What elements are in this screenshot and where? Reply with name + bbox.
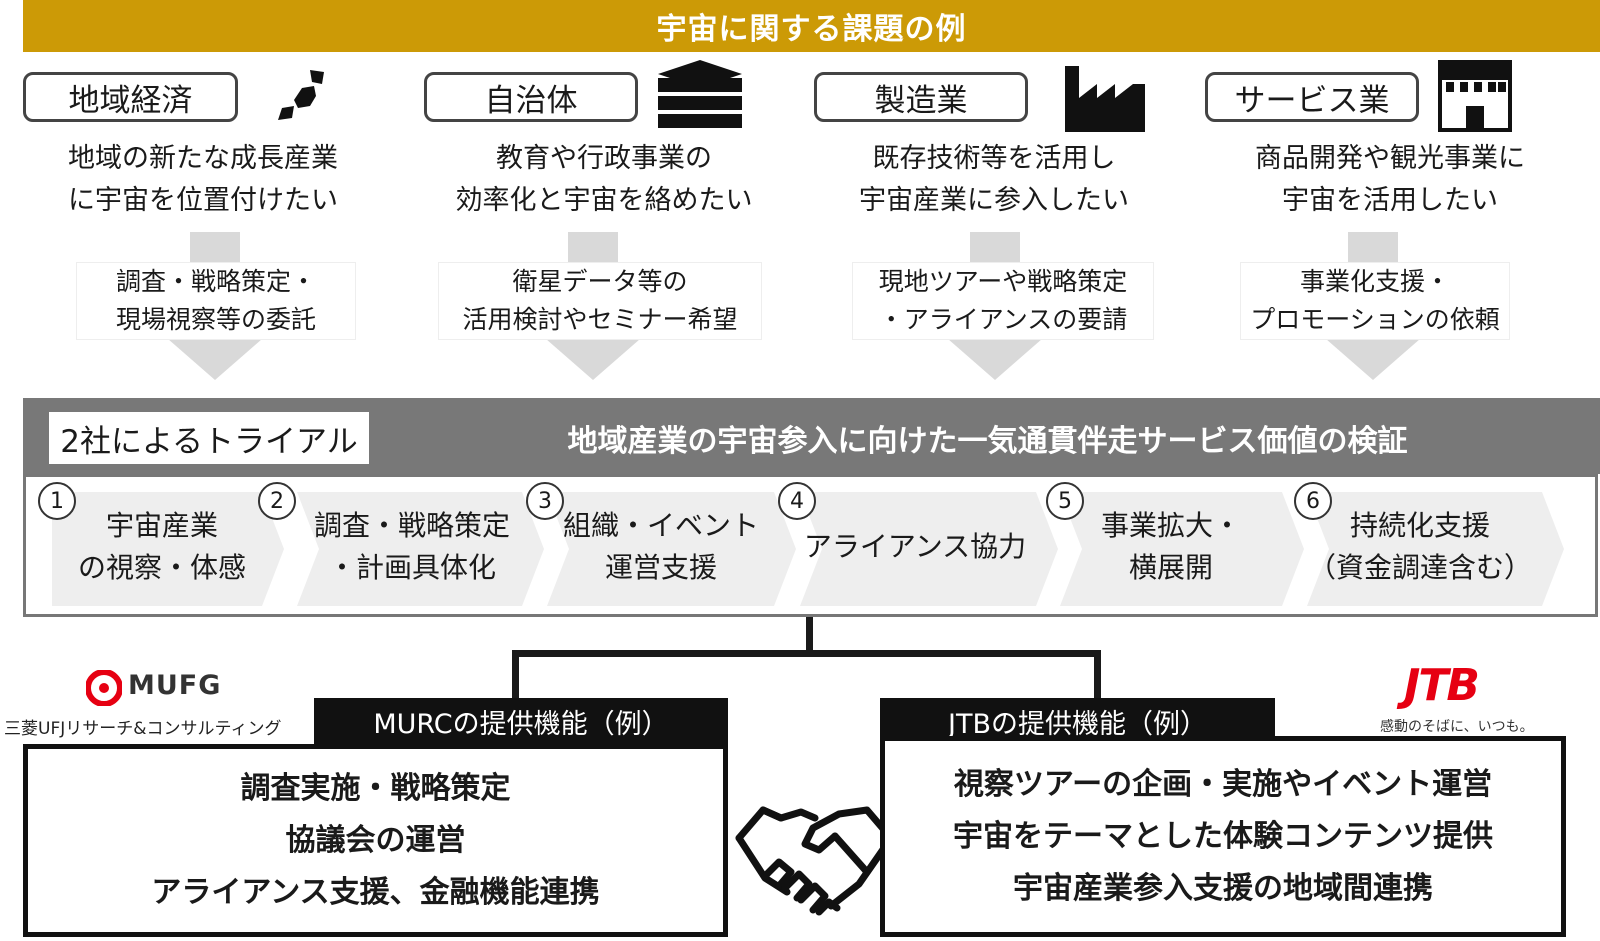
request-box: 現地ツアーや戦略策定 ・アライアンスの要請 (852, 262, 1154, 340)
desc-line: 効率化と宇宙を絡めたい (455, 185, 753, 216)
sector-tag-municipality: 自治体 (424, 72, 638, 122)
sector-desc-manufacturing: 既存技術等を活用し 宇宙産業に参入したい (814, 138, 1174, 222)
step-number: 6 (1294, 482, 1332, 520)
sector-desc-service: 商品開発や観光事業に 宇宙を活用したい (1200, 138, 1580, 222)
step-text: 調査・戦略策定 ・計画具体化 (296, 502, 528, 592)
request-line: 衛星データ等の (512, 267, 688, 296)
sector-tag-regional-economy: 地域経済 (23, 72, 238, 122)
jtb-function-line: 宇宙産業参入支援の地域間連携 (1013, 870, 1433, 906)
sector-tag-service: サービス業 (1205, 72, 1419, 122)
desc-line: 宇宙産業に参入したい (859, 185, 1129, 216)
page-title: 宇宙に関する課題の例 (23, 0, 1600, 52)
storefront-icon (1438, 60, 1512, 132)
mufg-logo-mark-icon (86, 670, 122, 706)
step-chevron (800, 492, 1058, 606)
step-line: ・計画具体化 (327, 551, 496, 584)
step-text: 組織・イベント 運営支援 (556, 502, 766, 592)
step-chevron (547, 492, 796, 606)
murc-function-line: 協議会の運営 (285, 822, 466, 858)
step-chevrons (52, 492, 1564, 606)
desc-line: 教育や行政事業の (496, 143, 712, 174)
step-line: 調査・戦略策定 (313, 509, 510, 542)
desc-line: に宇宙を位置付けたい (68, 185, 338, 216)
desc-line: 地域の新たな成長産業 (68, 143, 338, 174)
request-line: ・アライアンスの要請 (878, 305, 1128, 334)
request-line: 現地ツアーや戦略策定 (878, 267, 1128, 296)
sector-desc-regional-economy: 地域の新たな成長産業 に宇宙を位置付けたい (23, 138, 383, 222)
step-number: 4 (778, 482, 816, 520)
factory-icon (1065, 66, 1145, 132)
request-box: 調査・戦略策定・ 現場視察等の委託 (76, 262, 356, 340)
jtb-function-box: 視察ツアーの企画・実施やイベント運営 宇宙をテーマとした体験コンテンツ提供 宇宙… (880, 736, 1566, 937)
desc-line: 既存技術等を活用し (872, 143, 1116, 174)
step-line: 横展開 (1128, 551, 1213, 584)
step-number: 5 (1046, 482, 1084, 520)
mufg-logo: MUFG 三菱UFJリサーチ&コンサルティング (0, 658, 372, 748)
connector-line (512, 650, 519, 698)
step-line: 持続化支援 (1349, 509, 1490, 542)
mufg-logo-text: MUFG (128, 670, 222, 701)
request-line: 事業化支援・ (1299, 267, 1450, 296)
murc-function-line: アライアンス支援、金融機能連携 (151, 874, 600, 910)
sector-desc-municipality: 教育や行政事業の 効率化と宇宙を絡めたい (424, 138, 784, 222)
request-line: プロモーションの依頼 (1250, 305, 1500, 334)
step-number: 2 (258, 482, 296, 520)
step-line: の視察・体感 (77, 551, 246, 584)
request-line: 活用検討やセミナー希望 (462, 305, 738, 334)
step-number: 1 (38, 482, 76, 520)
jtb-function-line: 宇宙をテーマとした体験コンテンツ提供 (953, 818, 1493, 854)
step-text: アライアンス協力 (800, 502, 1030, 592)
step-text: 事業拡大・ 横展開 (1066, 502, 1276, 592)
request-box: 事業化支援・ プロモーションの依頼 (1240, 262, 1510, 340)
step-number: 3 (526, 482, 564, 520)
step-chevron (52, 492, 284, 606)
handshake-icon (735, 806, 895, 916)
step-line: 組織・イベント (562, 509, 759, 542)
trial-label: 2社によるトライアル (49, 412, 369, 464)
murc-function-box: 調査実施・戦略策定 協議会の運営 アライアンス支援、金融機能連携 (23, 744, 728, 937)
request-line: 調査・戦略策定・ (115, 267, 316, 296)
step-line: （資金調達含む） (1307, 551, 1532, 584)
jtb-logo-text: JTB (1404, 660, 1480, 711)
jtb-logo-subtext: 感動のそばに、いつも。 (1380, 719, 1534, 735)
connector-line (1094, 650, 1101, 698)
desc-line: 商品開発や観光事業に (1255, 143, 1525, 174)
japan-map-icon (278, 70, 324, 120)
stacked-layers-icon (658, 60, 742, 128)
step-line: 事業拡大・ (1100, 509, 1241, 542)
step-text: 宇宙産業 の視察・体感 (52, 502, 272, 592)
step-chevron (1060, 492, 1304, 606)
murc-function-line: 調査実施・戦略策定 (240, 770, 511, 806)
jtb-logo: JTB 感動のそばに、いつも。 (1380, 660, 1534, 735)
connector-line (806, 617, 813, 653)
request-line: 現場視察等の委託 (115, 305, 316, 334)
murc-function-label: MURCの提供機能（例） (314, 698, 728, 744)
step-text: 持続化支援 （資金調達含む） (1300, 502, 1540, 592)
trial-title: 地域産業の宇宙参入に向けた一気通貫伴走サービス価値の検証 (567, 424, 1408, 459)
request-box: 衛星データ等の 活用検討やセミナー希望 (438, 262, 762, 340)
step-chevron (1307, 492, 1564, 606)
step-line: アライアンス協力 (803, 530, 1027, 563)
connector-line (512, 650, 1101, 657)
step-line: 運営支援 (604, 551, 717, 584)
desc-line: 宇宙を活用したい (1282, 185, 1498, 216)
sector-tag-manufacturing: 製造業 (814, 72, 1028, 122)
jtb-function-line: 視察ツアーの企画・実施やイベント運営 (953, 766, 1493, 802)
mufg-logo-subtext: 三菱UFJリサーチ&コンサルティング (4, 719, 282, 739)
step-line: 宇宙産業 (105, 509, 218, 542)
step-chevron (297, 492, 544, 606)
